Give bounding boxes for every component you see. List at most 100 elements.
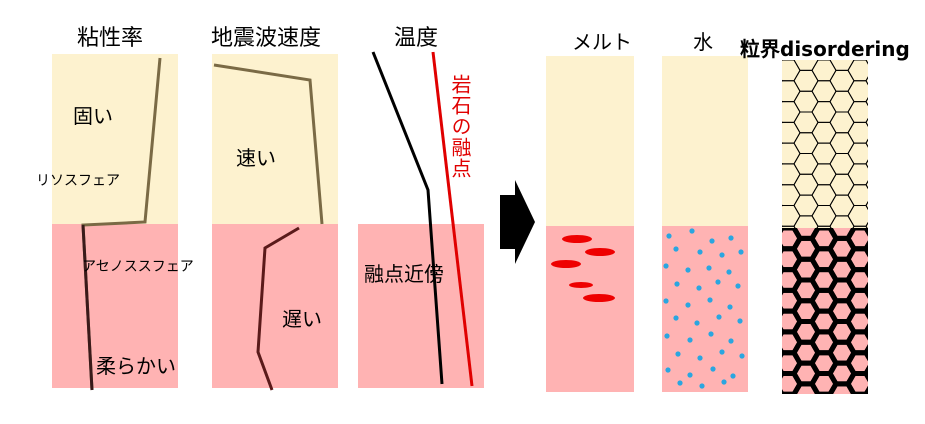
- water-dot: [739, 353, 745, 359]
- water-dot: [708, 331, 714, 337]
- grain-cell: [782, 162, 783, 165]
- water-dot: [675, 351, 681, 357]
- grain-cell-disordered: [863, 385, 868, 394]
- solidus-label: 岩石の融点: [448, 74, 472, 179]
- grain-cell: [865, 76, 868, 86]
- viscosity-lower-line: [81, 224, 94, 391]
- grain-cell: [865, 180, 868, 190]
- water-dot: [689, 228, 695, 234]
- grain-cell: [782, 121, 783, 124]
- grain-cell-disordered: [851, 391, 868, 394]
- water-dot: [674, 281, 680, 287]
- grain-cell: [866, 237, 890, 258]
- grain-cell-disordered: [863, 344, 868, 362]
- water-dot: [685, 302, 691, 308]
- grain-boundaries-thin: [758, 60, 890, 258]
- water-dot: [710, 366, 716, 372]
- water-dot: [707, 297, 713, 303]
- grain-cell: [782, 183, 783, 186]
- grain-cell: [865, 201, 868, 210]
- hard-label: 固い: [73, 104, 113, 128]
- water-dot: [737, 318, 743, 324]
- melt-blob: [562, 235, 592, 243]
- grain-cell-disordered: [863, 228, 868, 237]
- water-dot: [716, 314, 722, 320]
- grain-cell: [758, 237, 782, 258]
- seismic-lower-profile-line: [256, 226, 300, 391]
- water-upper-layer: [662, 56, 748, 226]
- grain-cell: [865, 138, 868, 148]
- water-dot: [687, 372, 693, 378]
- water-dot: [721, 379, 727, 385]
- water-dot: [699, 383, 705, 389]
- seismic-lower-layer: [212, 224, 338, 388]
- temperature-title: 温度: [394, 26, 439, 51]
- grain-cell-disordered: [863, 323, 868, 341]
- melt-blob: [585, 248, 615, 256]
- grain-cell: [782, 79, 783, 82]
- water-dot: [697, 249, 703, 255]
- lithosphere-label: リソスフェア: [36, 173, 120, 189]
- grain-cell: [865, 221, 868, 228]
- water-dots: [663, 228, 745, 389]
- water-dot: [665, 367, 671, 373]
- seismic-upper-layer: [212, 54, 338, 224]
- melt-blob: [583, 294, 615, 302]
- grain-cell-disordered: [782, 306, 785, 317]
- temperature-lower-layer: [358, 224, 484, 388]
- grain-cell-disordered: [782, 228, 785, 234]
- grain-cell-disordered: [863, 261, 868, 279]
- water-dot: [728, 338, 734, 344]
- fast-label: 速い: [236, 146, 276, 170]
- water-dot: [664, 333, 670, 339]
- grain-cell-disordered: [782, 347, 785, 358]
- grain-cell-disordered: [782, 391, 797, 394]
- water-dot: [719, 349, 725, 355]
- grain-cell: [782, 225, 783, 228]
- grain-cell-disordered: [782, 243, 785, 254]
- grain-cell-disordered: [863, 281, 868, 299]
- melt-blobs: [551, 235, 615, 302]
- water-dot: [719, 252, 725, 258]
- seismic-profile-line: [213, 63, 324, 225]
- melt-blob: [551, 260, 581, 268]
- viscosity-title: 粘性率: [77, 26, 144, 51]
- water-dot: [735, 283, 741, 289]
- water-dot: [663, 263, 669, 269]
- water-dot: [687, 337, 693, 343]
- grain-cell-disordered: [782, 389, 785, 394]
- water-dot: [666, 233, 672, 239]
- grain-cell-disordered: [863, 365, 868, 382]
- grain-title: 粒界disordering: [740, 37, 910, 61]
- water-dot: [697, 355, 703, 361]
- melt-upper-layer: [546, 56, 634, 226]
- water-dot: [709, 238, 715, 244]
- water-dot: [706, 265, 712, 271]
- water-dot: [673, 315, 679, 321]
- water-dot: [663, 298, 669, 304]
- solidus-line: [431, 51, 474, 387]
- melt-title: メルト: [572, 30, 632, 54]
- grain-cell-disordered: [863, 302, 868, 320]
- water-dot: [715, 279, 721, 285]
- temperature-profile-line: [371, 51, 444, 385]
- grain-cell: [865, 97, 868, 107]
- water-dot: [694, 320, 700, 326]
- soft-label: 柔らかい: [96, 354, 176, 378]
- seismic-title: 地震波速度: [211, 26, 322, 51]
- grain-cell: [782, 142, 783, 145]
- water-dot: [696, 285, 702, 291]
- grain-cell: [865, 159, 868, 169]
- grain-cell: [782, 204, 783, 207]
- grain-boundaries-thick: [782, 228, 868, 394]
- grain-cell-disordered: [815, 391, 833, 394]
- grain-cell-disordered: [863, 240, 868, 258]
- grain-cell: [782, 100, 783, 103]
- water-title: 水: [693, 30, 713, 54]
- transition-arrow: [500, 180, 535, 264]
- melt-blob: [569, 282, 593, 288]
- slow-label: 遅い: [282, 307, 322, 331]
- grain-cell-disordered: [782, 368, 785, 379]
- grain-cell: [865, 117, 868, 127]
